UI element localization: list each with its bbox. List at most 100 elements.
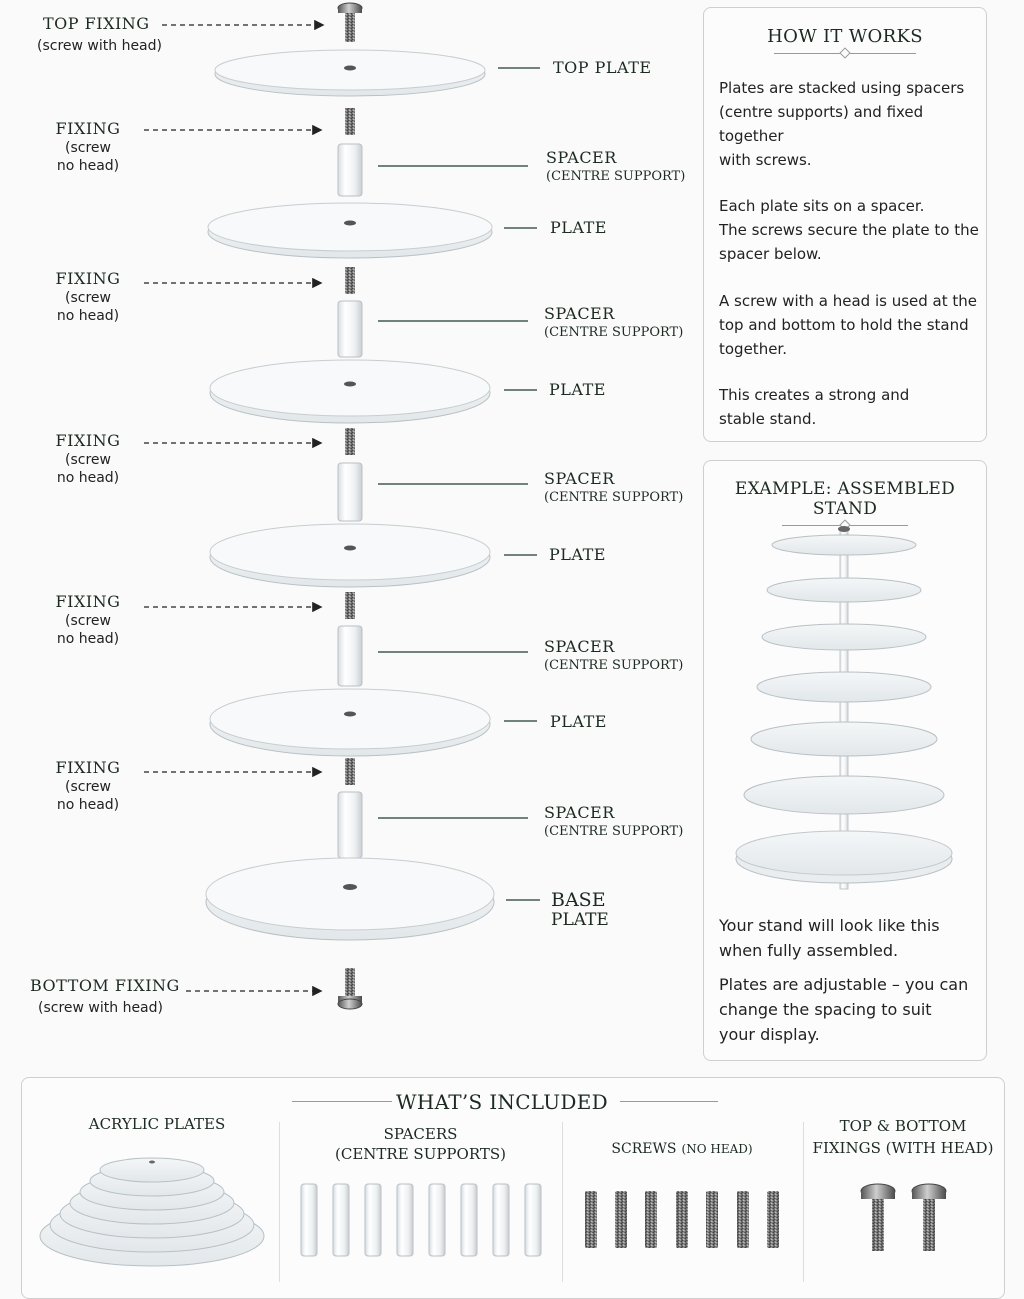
column-divider-1	[279, 1122, 280, 1282]
spacer-label-5: SPACER (CENTRE SUPPORT)	[544, 803, 683, 839]
spacer-set	[300, 1183, 542, 1257]
plate-label-3: PLATE	[549, 545, 606, 564]
p3-line2: top and bottom to hold the stand	[719, 316, 969, 334]
p1-line2: (centre supports) and fixed together	[719, 103, 924, 145]
fixing-title: FIXING	[55, 758, 121, 777]
how-it-works-panel: HOW IT WORKS Plates are stacked using sp…	[703, 7, 987, 442]
example-divider	[704, 519, 986, 531]
example-text: Your stand will look like this when full…	[719, 913, 981, 1047]
fixing-label-3: FIXING (screw no head)	[38, 431, 138, 486]
fixing-sub1: (screw	[65, 779, 111, 795]
spacer-4	[337, 625, 363, 687]
plate-stack	[39, 1157, 265, 1267]
fixing-sub1: (screw	[65, 140, 111, 156]
whats-included-title: WHAT’S INCLUDED	[395, 1090, 609, 1114]
ex-p2-line3: your display.	[719, 1025, 820, 1044]
p4-line1: This creates a strong and	[719, 386, 910, 404]
p1-line3: with screws.	[719, 151, 812, 169]
bottom-fixing-sublabel: (screw with head)	[38, 1000, 163, 1016]
spacer-1	[337, 143, 363, 197]
plate-1-shape	[207, 202, 493, 259]
fixings-title-line2: FIXINGS (WITH HEAD)	[812, 1139, 994, 1157]
top-fixing-label: TOP FIXING	[43, 14, 150, 33]
p2-line1: Each plate sits on a spacer.	[719, 197, 925, 215]
base-plate-label: BASE PLATE	[551, 890, 609, 930]
base-plate-line2: PLATE	[551, 910, 609, 930]
headless-screw-set	[585, 1191, 779, 1248]
spacer-sub: (CENTRE SUPPORT)	[546, 169, 686, 184]
fixings-title-line1: TOP & BOTTOM	[839, 1117, 967, 1135]
screws-title-small: (NO HEAD)	[681, 1142, 753, 1156]
p2-line2: The screws secure the plate to the	[719, 221, 979, 239]
spacers-column-title: SPACERS (CENTRE SUPPORTS)	[279, 1124, 562, 1164]
fixing-sub2: no head)	[56, 158, 120, 174]
plate-label-1: PLATE	[550, 218, 607, 237]
included-items-illustration	[39, 1157, 947, 1267]
spacer-title: SPACER	[546, 148, 617, 167]
whats-included-panel: WHAT’S INCLUDED ACRYLIC PLATES SPACERS (…	[21, 1077, 1005, 1299]
bottom-fixing-screw	[337, 968, 363, 1010]
spacer-title: SPACER	[544, 304, 615, 323]
ex-p2-line2: change the spacing to suit	[719, 1000, 932, 1019]
spacer-label-4: SPACER (CENTRE SUPPORT)	[544, 637, 683, 673]
fixing-label-1: FIXING (screw no head)	[38, 119, 138, 174]
spacer-title: SPACER	[544, 803, 615, 822]
spacer-5	[337, 791, 363, 859]
fixing-label-4: FIXING (screw no head)	[38, 592, 138, 647]
fixing-sub1: (screw	[65, 452, 111, 468]
p4-line2: stable stand.	[719, 410, 817, 428]
p3-line3: together.	[719, 340, 787, 358]
spacer-3	[337, 462, 363, 522]
fixing-screw-5	[345, 758, 355, 785]
top-plate-label: TOP PLATE	[553, 58, 652, 77]
right-leader-lines	[378, 67, 540, 901]
plates-column-title: ACRYLIC PLATES	[88, 1115, 226, 1133]
base-plate-line1: BASE	[551, 889, 606, 911]
fixing-title: FIXING	[55, 119, 121, 138]
fixing-sub2: no head)	[56, 631, 120, 647]
headed-screw-set	[860, 1183, 947, 1251]
base-plate-shape	[205, 857, 495, 941]
fixing-title: FIXING	[55, 592, 121, 611]
screws-column-title: SCREWS (NO HEAD)	[562, 1138, 802, 1157]
fixing-sub2: no head)	[56, 308, 120, 324]
column-divider-3	[803, 1122, 804, 1282]
example-title: EXAMPLE: ASSEMBLED STAND	[734, 479, 956, 519]
spacers-title-line1: SPACERS	[383, 1125, 458, 1143]
spacer-sub: (CENTRE SUPPORT)	[544, 824, 684, 839]
spacer-2	[337, 300, 363, 358]
how-it-works-text: Plates are stacked using spacers (centre…	[719, 76, 979, 431]
top-fixing-screw	[337, 2, 363, 42]
spacer-sub: (CENTRE SUPPORT)	[544, 325, 684, 340]
fixing-label-5: FIXING (screw no head)	[38, 758, 138, 813]
title-divider	[704, 47, 986, 59]
fixing-title: FIXING	[55, 431, 121, 450]
spacer-label-1: SPACER (CENTRE SUPPORT)	[546, 148, 685, 184]
fixing-screw-4	[345, 592, 355, 619]
spacer-title: SPACER	[544, 637, 615, 656]
top-plate-shape	[214, 49, 486, 97]
fixing-sub1: (screw	[65, 613, 111, 629]
fixing-sub2: no head)	[56, 470, 120, 486]
spacer-label-3: SPACER (CENTRE SUPPORT)	[544, 469, 683, 505]
plate-label-4: PLATE	[550, 712, 607, 731]
spacer-sub: (CENTRE SUPPORT)	[544, 658, 684, 673]
ex-p1-line1: Your stand will look like this	[719, 916, 940, 935]
fixing-screw-2	[345, 267, 355, 294]
p3-line1: A screw with a head is used at the	[719, 292, 978, 310]
ex-p2-line1: Plates are adjustable – you can	[719, 975, 969, 994]
p1-line1: Plates are stacked using spacers	[719, 79, 965, 97]
spacer-label-2: SPACER (CENTRE SUPPORT)	[544, 304, 683, 340]
fixing-screw-1	[345, 108, 355, 135]
fixing-label-2: FIXING (screw no head)	[38, 269, 138, 324]
plate-2-shape	[209, 359, 491, 424]
top-fixing-sublabel: (screw with head)	[37, 38, 162, 54]
fixing-screw-3	[345, 428, 355, 455]
fixing-sub1: (screw	[65, 290, 111, 306]
fixings-column-title: TOP & BOTTOM FIXINGS (WITH HEAD)	[803, 1115, 1003, 1159]
plate-4-shape	[209, 688, 491, 757]
fixing-title: FIXING	[55, 269, 121, 288]
p2-line3: spacer below.	[719, 245, 822, 263]
spacer-title: SPACER	[544, 469, 615, 488]
